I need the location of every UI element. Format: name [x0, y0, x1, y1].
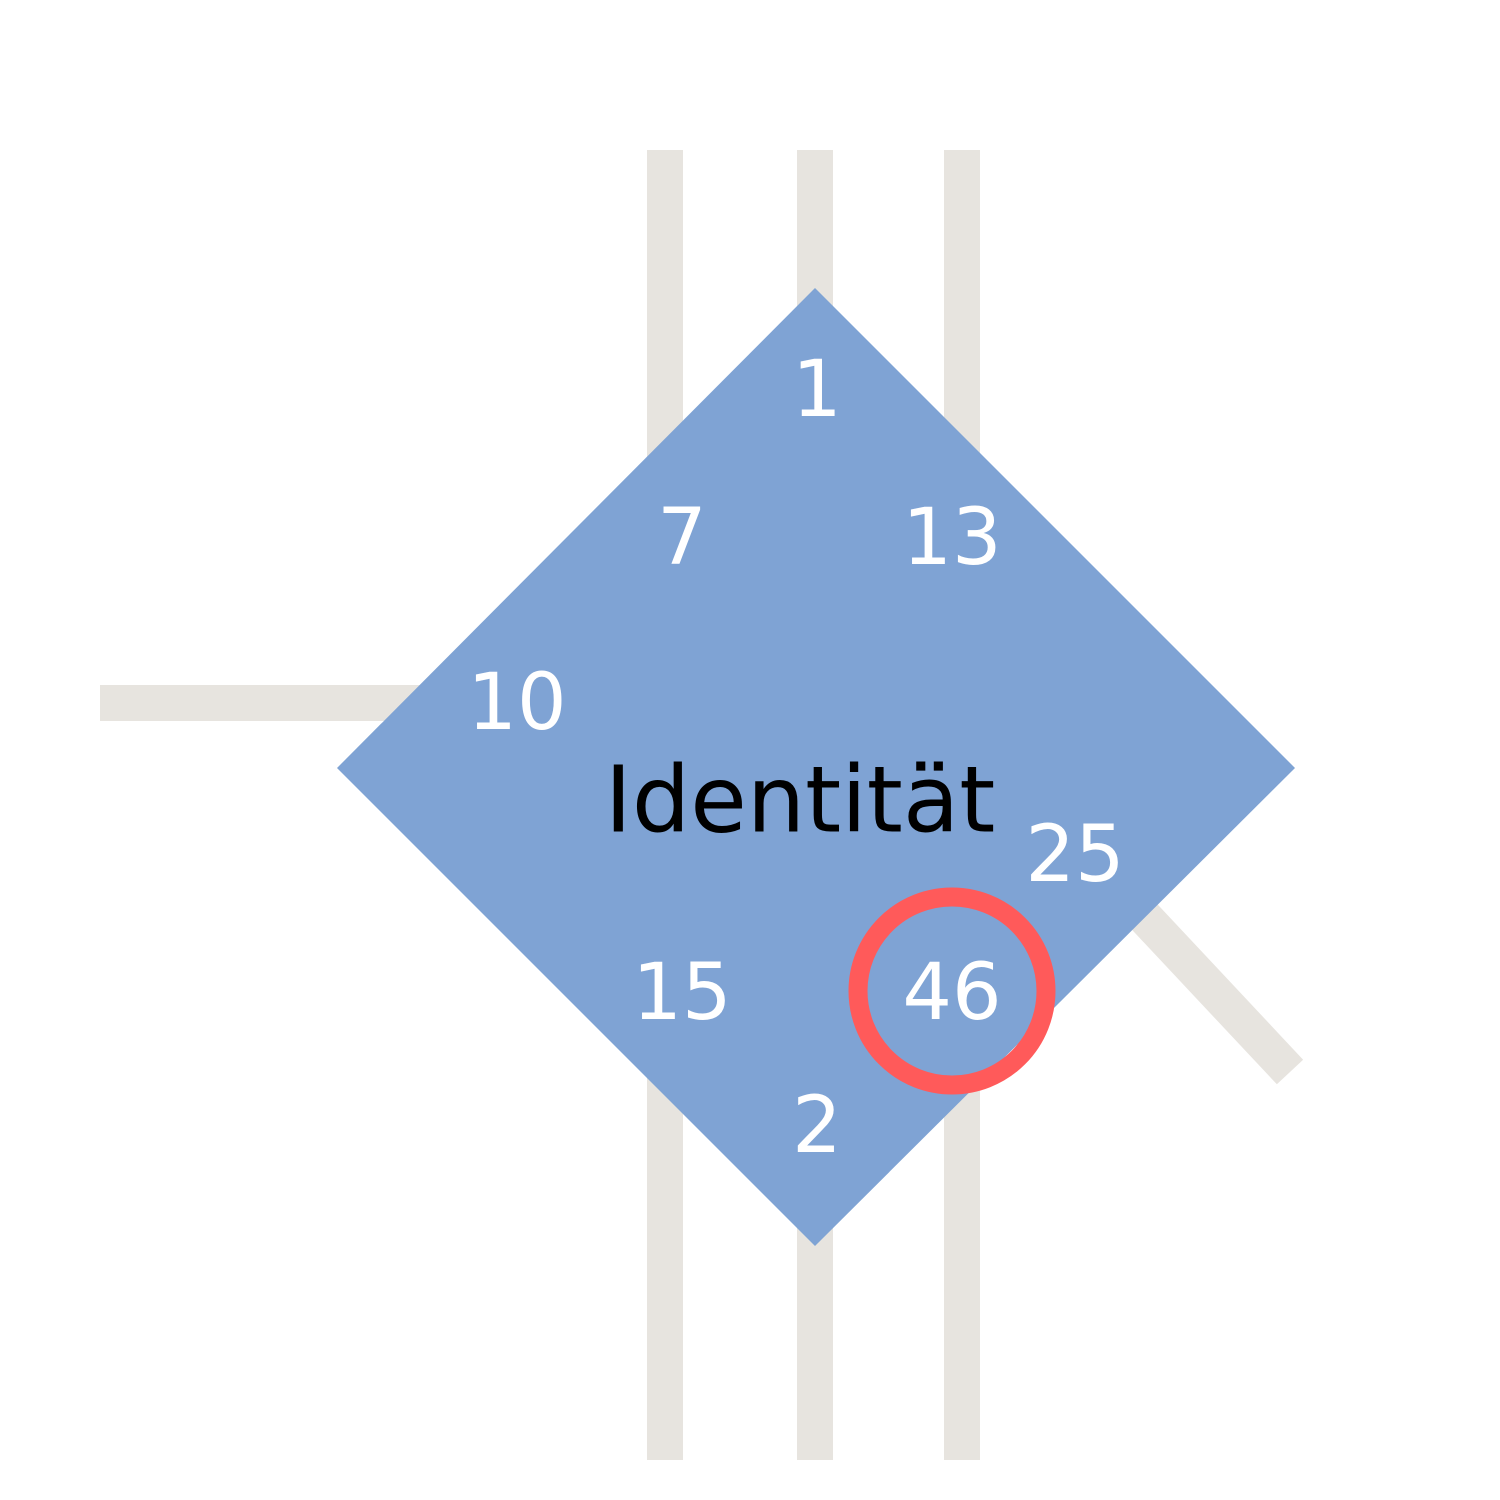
number-right: 25 — [1025, 810, 1124, 900]
number-bottom: 2 — [792, 1081, 842, 1171]
number-upper-right: 13 — [902, 493, 1001, 583]
number-lower-left: 15 — [632, 948, 731, 1038]
number-upper-left: 7 — [657, 493, 707, 583]
diagram-title: Identität — [605, 747, 996, 854]
highlight-ring — [848, 887, 1056, 1095]
number-top: 1 — [792, 345, 842, 435]
identity-diamond — [337, 288, 1295, 1246]
number-highlighted: 46 — [902, 948, 1001, 1038]
number-left: 10 — [467, 658, 566, 748]
